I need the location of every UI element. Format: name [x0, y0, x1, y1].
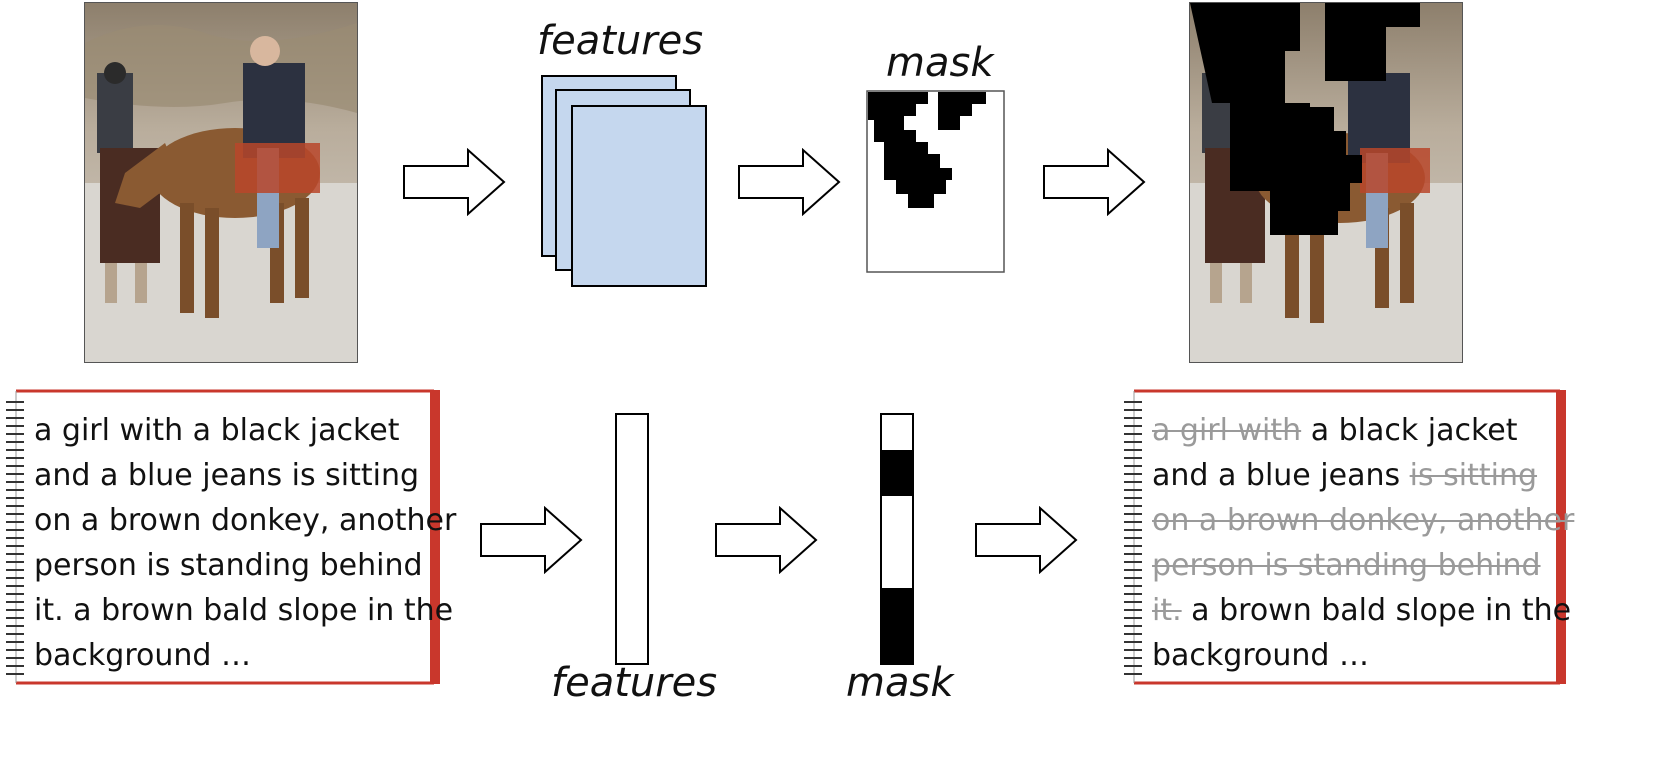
notebook-frame: [1124, 389, 1566, 685]
masked-donkey-photo-illustration: [1190, 3, 1462, 362]
caption-line: on a brown donkey, another: [34, 503, 457, 538]
masked-word: a girl with: [1152, 413, 1302, 448]
spatial-mask: [866, 90, 1005, 273]
arrow-right-icon: [715, 506, 818, 574]
feature-maps-stack: [541, 75, 707, 287]
masked-word: on a brown donkey, another: [1152, 503, 1575, 538]
masked-caption-line: on a brown donkey, another: [1152, 498, 1574, 543]
kept-word: background …: [1152, 638, 1369, 673]
masked-caption-line: background …: [1152, 633, 1574, 678]
input-caption-text: a girl with a black jacket and a blue je…: [34, 408, 456, 678]
masked-caption-line: person is standing behind: [1152, 543, 1574, 588]
top-features-label: features: [537, 18, 704, 64]
arrow-right-icon: [1043, 148, 1146, 216]
masked-word: is sitting: [1409, 458, 1538, 493]
masked-word: person is standing behind: [1152, 548, 1541, 583]
spiral-binding-icon: [1124, 401, 1142, 675]
masked-word: it.: [1152, 593, 1182, 628]
masked-caption-text: a girl with a black jacket and a blue je…: [1152, 408, 1574, 678]
text-feature-vector: [615, 413, 649, 665]
arrow-right-icon: [738, 148, 841, 216]
text-mask-vector: [880, 413, 914, 665]
caption-line: a girl with a black jacket: [34, 413, 400, 448]
masked-output-photo: [1189, 2, 1463, 363]
arrow-right-icon: [975, 506, 1078, 574]
masked-caption-line: a girl with a black jacket: [1152, 408, 1574, 453]
masked-caption-notebook: a girl with a black jacket and a blue je…: [1118, 388, 1574, 686]
bottom-features-label: features: [551, 660, 718, 706]
notebook-frame: [6, 389, 440, 685]
arrow-right-icon: [403, 148, 506, 216]
feature-map: [571, 105, 707, 287]
top-mask-label: mask: [886, 40, 994, 86]
masked-caption-line: it. a brown bald slope in the: [1152, 588, 1574, 633]
caption-line: and a blue jeans is sitting: [34, 458, 420, 493]
spiral-binding-icon: [6, 401, 24, 675]
caption-line: background …: [34, 638, 251, 673]
kept-word: a black jacket: [1301, 413, 1518, 448]
caption-line: person is standing behind: [34, 548, 423, 583]
bottom-mask-label: mask: [846, 660, 954, 706]
input-caption-notebook: a girl with a black jacket and a blue je…: [0, 388, 456, 686]
caption-line: it. a brown bald slope in the: [34, 593, 454, 628]
arrow-right-icon: [480, 506, 583, 574]
input-photo: [84, 2, 358, 363]
masked-caption-line: and a blue jeans is sitting: [1152, 453, 1574, 498]
donkey-photo-illustration: [85, 3, 357, 362]
kept-word: and a blue jeans: [1152, 458, 1410, 493]
kept-word: a brown bald slope in the: [1181, 593, 1572, 628]
